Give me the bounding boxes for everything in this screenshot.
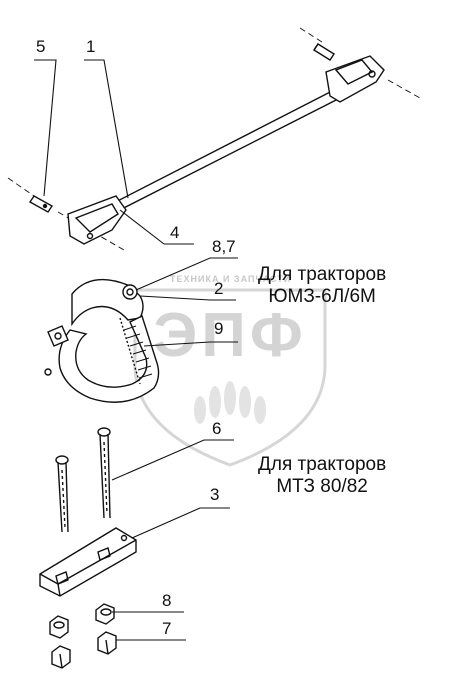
- rod-part-1: [67, 55, 385, 245]
- callout-1: 1: [86, 37, 96, 56]
- callout-8-7-top: 8,7: [212, 237, 236, 256]
- caption-top-line2: ЮМЗ-6Л/6М: [268, 285, 376, 307]
- callout-8: 8: [162, 591, 172, 610]
- callout-7: 7: [162, 619, 172, 638]
- clamp-band-part-2: [44, 278, 160, 403]
- watermark-logo-text: ЭПФ: [153, 301, 307, 370]
- caption-top-line1: Для тракторов: [258, 264, 387, 285]
- callout-6: 6: [212, 419, 222, 438]
- caption-bottom-line2: МТЗ 80/82: [276, 475, 368, 497]
- plate-part-3: [39, 527, 137, 597]
- callout-9: 9: [214, 319, 224, 338]
- nuts-part-7-8: [49, 603, 117, 669]
- callout-2: 2: [214, 279, 224, 298]
- leader-lines: [34, 59, 238, 641]
- pin-part-5: [28, 43, 335, 213]
- caption-bottom: Для тракторов МТЗ 80/82: [258, 454, 386, 498]
- caption-bottom-line1: Для тракторов: [258, 454, 387, 475]
- callout-3: 3: [210, 485, 220, 504]
- callout-5: 5: [36, 37, 46, 56]
- bolts-part-6: [55, 427, 111, 533]
- watermark-site-text: ТЕХНИКА И ЗАПЧАСТИ: [170, 274, 292, 284]
- caption-top: Для тракторов ЮМЗ-6Л/6М: [258, 264, 386, 308]
- callout-4: 4: [170, 223, 180, 242]
